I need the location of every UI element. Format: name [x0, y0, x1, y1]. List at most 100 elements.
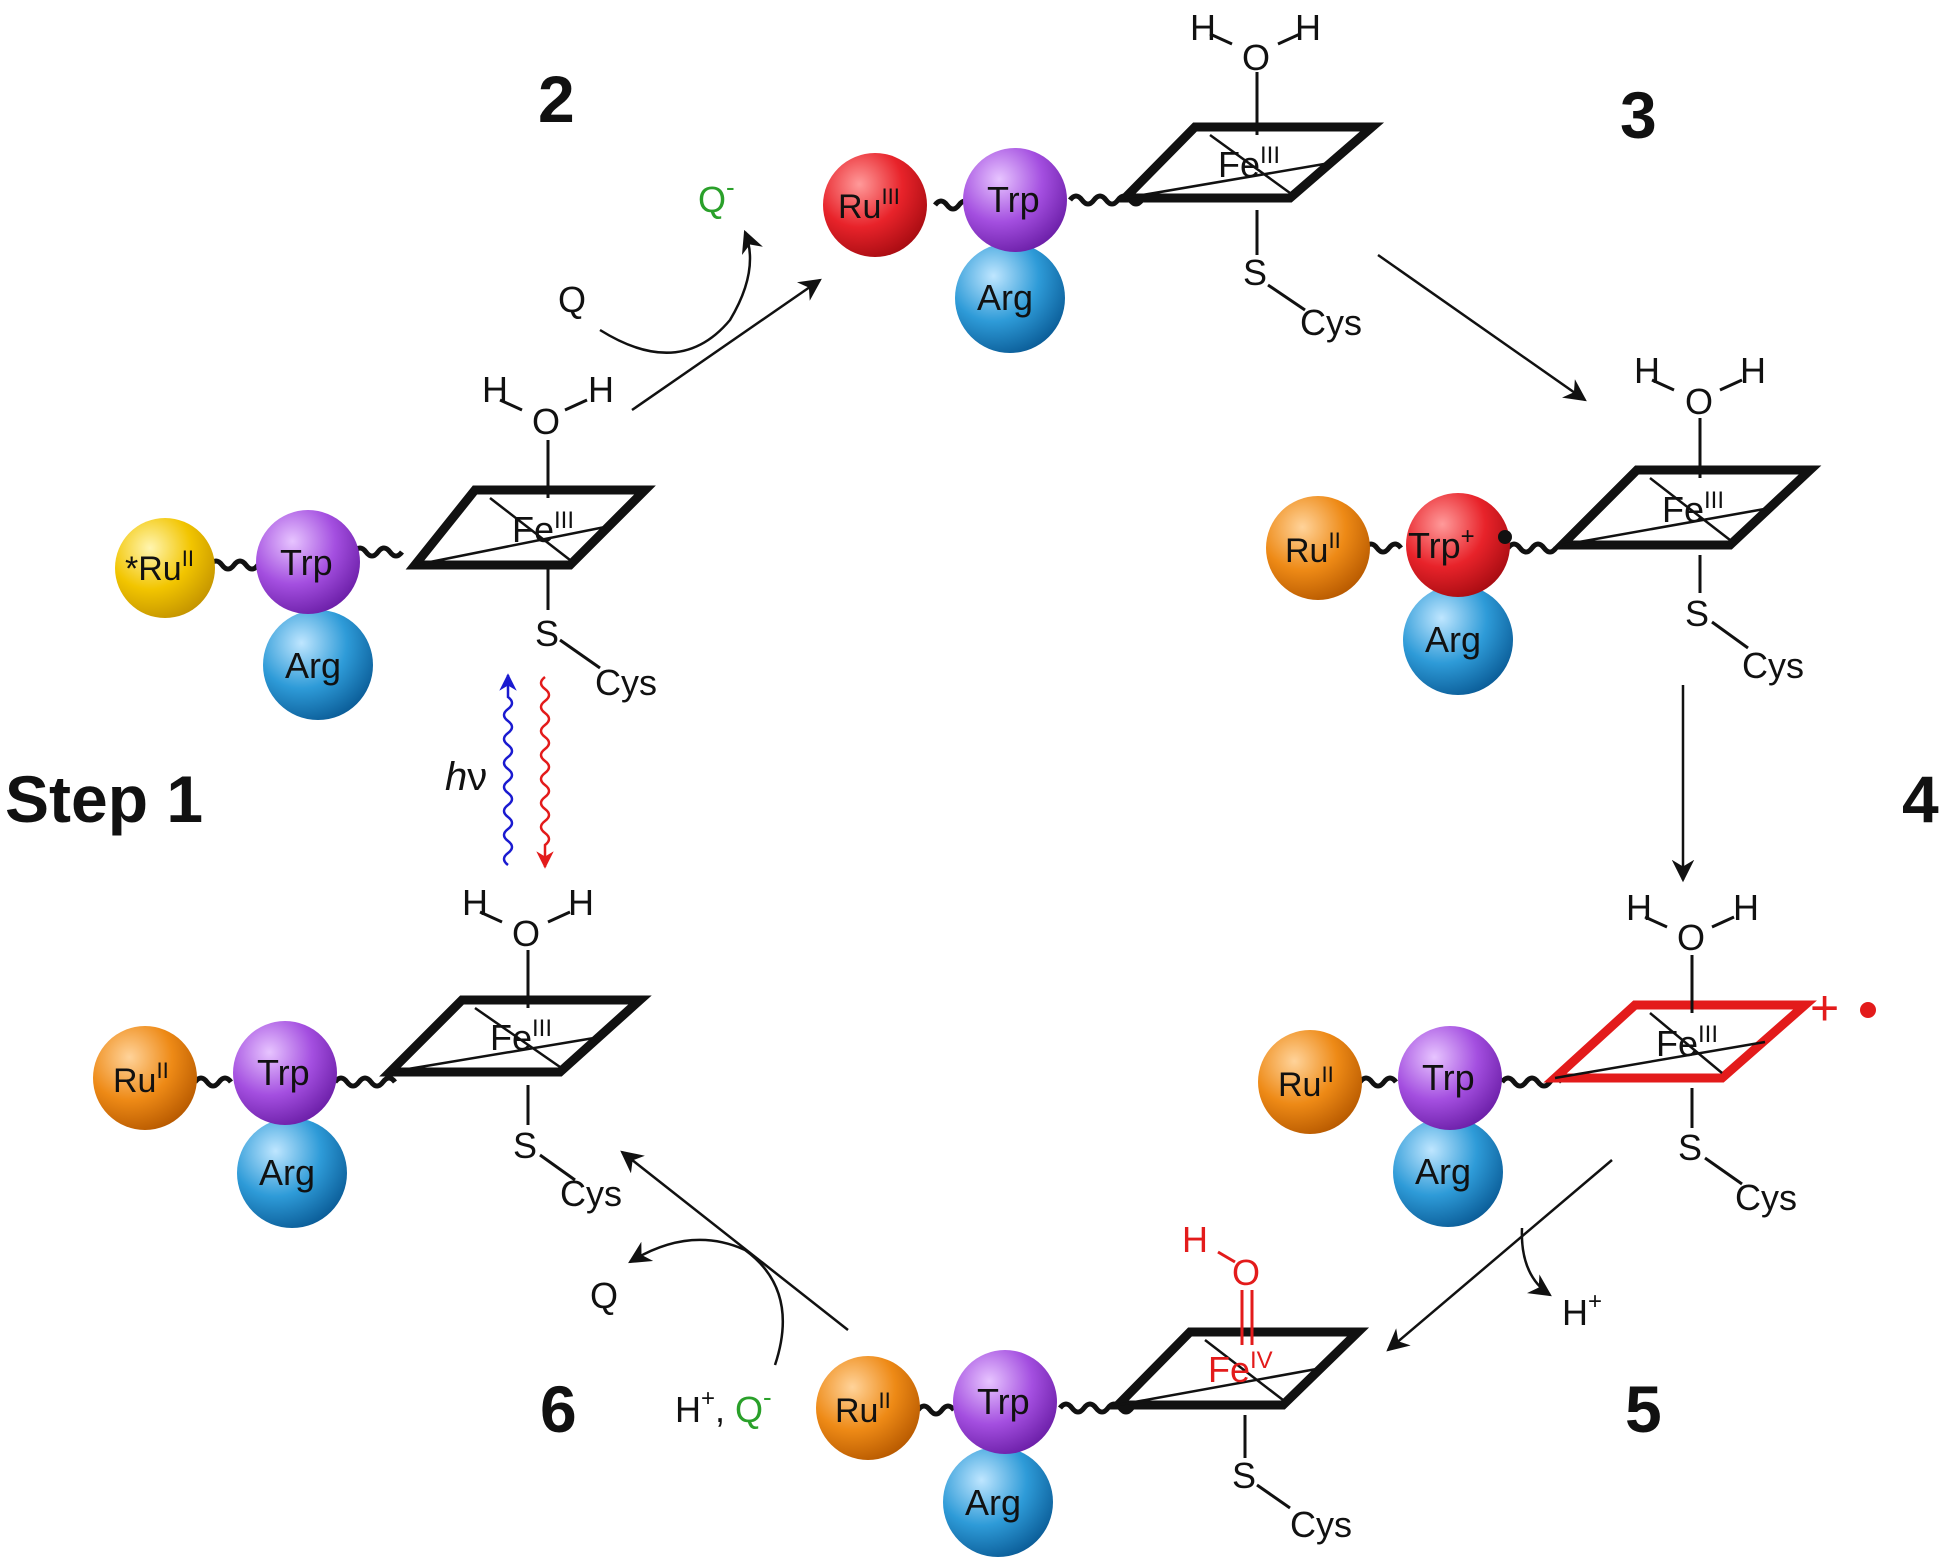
iron-label: FeIII: [1218, 142, 1280, 185]
complex-resting-state: H O H FeIII S Cys RuII Arg Trp: [93, 882, 652, 1228]
iron-label: FeIII: [1662, 487, 1724, 530]
trp-label: Trp: [1422, 1057, 1475, 1098]
sulfur-label: S: [1678, 1127, 1702, 1168]
arg-sphere: [263, 610, 373, 720]
proton-and-reduced-quencher-label: H+,Q-: [675, 1382, 772, 1430]
iron-label: FeIII: [490, 1015, 552, 1058]
water-o: O: [1242, 37, 1270, 78]
water-h-left: H: [1634, 350, 1660, 391]
state-5-label: 5: [1625, 1372, 1662, 1446]
cys-label: Cys: [560, 1173, 622, 1214]
radical-dot: [1498, 530, 1512, 544]
complex-state-2: H O H FeIII S Cys RuIII Arg Trp: [823, 7, 1385, 353]
step-1-label: Step 1: [5, 762, 203, 836]
water-o: O: [1677, 917, 1705, 958]
arg-label: Arg: [965, 1482, 1021, 1523]
trp-label: Trp: [257, 1052, 310, 1093]
sulfur-label: S: [513, 1125, 537, 1166]
cys-label: Cys: [1735, 1177, 1797, 1218]
water-o: O: [532, 401, 560, 442]
cys-label: Cys: [1290, 1504, 1352, 1545]
water-h-right: H: [588, 369, 614, 410]
quencher-label: Q: [558, 279, 586, 320]
ru-ii-sphere: [1258, 1030, 1362, 1134]
proton-release-arrow: [1520, 1227, 1552, 1297]
ru-ii-label: RuII: [1278, 1062, 1334, 1104]
ru-ii-sphere: [93, 1026, 197, 1130]
cys-label: Cys: [1300, 302, 1362, 343]
sulfur-label: S: [535, 613, 559, 654]
ru-excited-label: *RuII: [125, 546, 194, 588]
complex-state-3: H O H FeIII S Cys RuII Arg Trp+: [1266, 350, 1822, 695]
iron-label: FeIII: [1656, 1021, 1718, 1064]
photon-label: hν: [445, 755, 487, 799]
ru-ii-label: RuII: [1285, 528, 1341, 570]
heme-plane: [1114, 122, 1385, 203]
arg-sphere: [1393, 1117, 1503, 1227]
trp-sphere: [233, 1021, 337, 1125]
arg-label: Arg: [977, 277, 1033, 318]
ru-iii-label: RuIII: [838, 184, 900, 226]
hydroxo-o: O: [1232, 1252, 1260, 1293]
trp-sphere: [963, 148, 1067, 252]
state-6-label: 6: [540, 1372, 577, 1446]
trp-label: Trp: [977, 1381, 1030, 1422]
water-h-right: H: [1295, 7, 1321, 48]
reduced-quencher-label: Q-: [698, 172, 735, 220]
arg-label: Arg: [259, 1152, 315, 1193]
absorption-arrow: [499, 673, 517, 866]
iron-iv-label: FeIV: [1208, 1347, 1273, 1390]
light-arrows: hν: [445, 673, 554, 869]
trp-radical-sphere: [1406, 493, 1510, 597]
heme-plane: [1551, 465, 1822, 550]
trp-label: Trp: [280, 542, 333, 583]
ru-ii-label: RuII: [835, 1388, 891, 1430]
water-h-left: H: [1626, 887, 1652, 928]
arg-label: Arg: [1415, 1151, 1471, 1192]
trp-radical-label: Trp+: [1408, 523, 1475, 566]
arrow-2-to-3: [1377, 253, 1587, 402]
arg-label: Arg: [285, 645, 341, 686]
complex-state-4: H O H FeIII + S Cys RuII Arg Trp: [1258, 887, 1876, 1227]
cys-label: Cys: [595, 662, 657, 703]
water-h-left: H: [462, 882, 488, 923]
ru-ii-label: RuII: [113, 1058, 169, 1100]
ru-excited-sphere: [115, 518, 215, 618]
arg-sphere: [237, 1118, 347, 1228]
ru-iii-sphere: [823, 153, 927, 257]
arg-sphere: [955, 243, 1065, 353]
state-4-label: 4: [1902, 762, 1939, 836]
heme-plane: [405, 485, 656, 570]
ru-ii-sphere: [1266, 496, 1370, 600]
sulfur-label: S: [1243, 252, 1267, 293]
quencher-regenerated-label: Q: [590, 1275, 618, 1316]
arg-label: Arg: [1425, 619, 1481, 660]
trp-label: Trp: [987, 179, 1040, 220]
trp-sphere: [1398, 1026, 1502, 1130]
sulfur-label: S: [1685, 593, 1709, 634]
arg-sphere: [1403, 585, 1513, 695]
iron-label: FeIII: [512, 507, 574, 550]
complex-state-5: H O FeIV S Cys RuII Arg Trp: [816, 1219, 1370, 1557]
trp-sphere: [953, 1350, 1057, 1454]
pi-radical-dot: [1860, 1002, 1876, 1018]
water-h-left: H: [482, 369, 508, 410]
pi-radical-plus: +: [1810, 980, 1839, 1036]
reaction-arrows: [599, 229, 1695, 1366]
reduction-curve-arrow: [628, 1238, 785, 1366]
trp-sphere: [256, 510, 360, 614]
cys-label: Cys: [1742, 645, 1804, 686]
water-h-right: H: [1740, 350, 1766, 391]
emission-arrow: [536, 676, 554, 869]
water-h-right: H: [1733, 887, 1759, 928]
arg-sphere: [943, 1447, 1053, 1557]
quench-curve-arrow: [599, 229, 763, 354]
heme-plane: [1107, 1327, 1370, 1410]
hydroxo-h: H: [1182, 1219, 1208, 1260]
state-3-label: 3: [1620, 78, 1657, 152]
state-2-label: 2: [538, 62, 575, 136]
proton-released-label: H+: [1562, 1288, 1602, 1333]
heme-plane-highlighted: [1543, 1000, 1817, 1083]
sulfur-label: S: [1232, 1455, 1256, 1496]
